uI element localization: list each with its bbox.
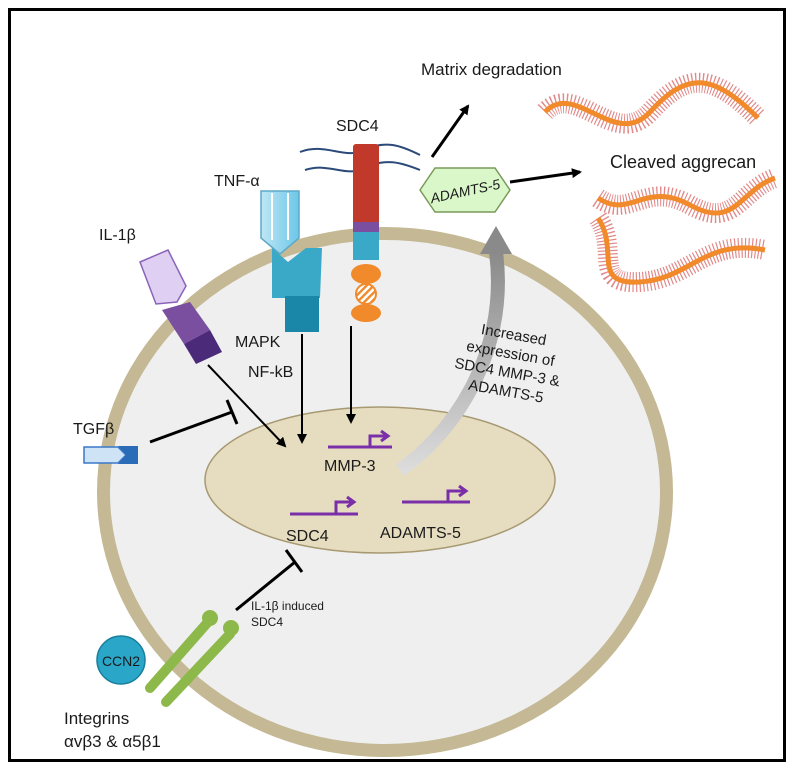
sdc4-receptor (351, 144, 381, 322)
expression-feedback-arrow (396, 251, 505, 476)
tnf-alpha-ligand (260, 190, 300, 255)
il1b-signal-arrow (207, 364, 287, 448)
tnf-receptor (272, 248, 322, 332)
tgfb-receptor (83, 446, 138, 464)
mmp3-gene-label: MMP-3 (324, 458, 376, 475)
tgfb-label: TGFβ (73, 421, 114, 438)
nucleus (204, 406, 556, 554)
il1b-induced-line-1: IL-1β induced (251, 599, 324, 613)
sdc4-promoter-icon (290, 495, 358, 516)
il1b-label: IL-1β (99, 227, 136, 244)
adamts5-gene-label: ADAMTS-5 (380, 525, 461, 542)
il1b-induced-line-2: SDC4 (251, 615, 283, 629)
tnf-alpha-label: TNF-α (214, 173, 260, 190)
matrix-degradation-arrow (430, 104, 470, 158)
integrin-inhibition-line (235, 560, 296, 612)
ccn2-label: CCN2 (102, 653, 140, 669)
integrins-label: Integrins αvβ3 & α5β1 (64, 709, 161, 751)
il1b-induced-label: IL-1β induced SDC4 (251, 599, 327, 629)
cleaved-aggrecan-label: Cleaved aggrecan (610, 152, 756, 172)
sdc4-gene-label: SDC4 (286, 528, 329, 545)
matrix-degradation-label: Matrix degradation (421, 60, 562, 79)
il1b-ligand (139, 249, 187, 305)
expression-feedback-arrowhead (480, 226, 512, 254)
tgfb-inhibition-line (149, 410, 233, 444)
ccn2-protein: CCN2 (96, 635, 146, 685)
adamts5-promoter-icon (402, 484, 470, 504)
nfkb-label: NF-kB (248, 364, 293, 381)
il1b-receptor (162, 302, 222, 364)
integrins-line-1: Integrins (64, 709, 129, 728)
adamts5-protein: ADAMTS-5 (419, 167, 511, 213)
mmp3-promoter-icon (328, 429, 392, 449)
mapk-label: MAPK (235, 334, 281, 351)
integrin-inhibition-bar (284, 549, 304, 573)
tgfb-inhibition-bar (225, 399, 239, 425)
integrins-line-2: αvβ3 & α5β1 (64, 732, 161, 751)
aggrecan-fibers (537, 72, 779, 293)
integrin-receptors (145, 610, 239, 707)
sdc4-receptor-label: SDC4 (336, 118, 379, 135)
adamts5-cleavage-arrow (509, 168, 582, 184)
